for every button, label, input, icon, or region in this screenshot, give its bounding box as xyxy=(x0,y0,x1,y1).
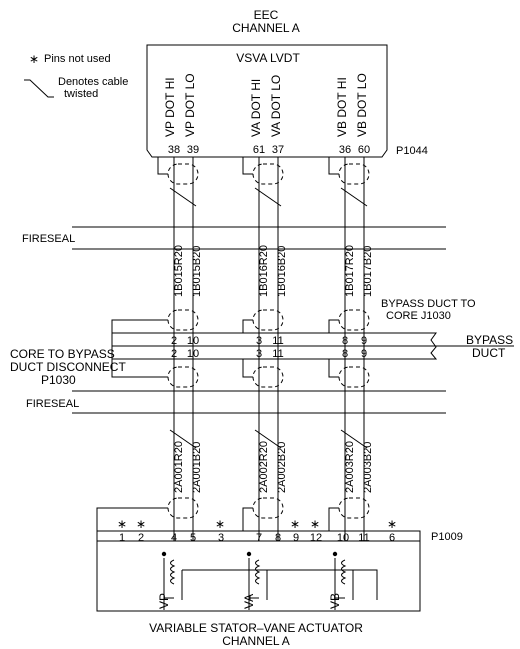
vsva-lvdt-title: VSVA LVDT xyxy=(236,51,300,65)
twisted-cable-icon xyxy=(24,79,54,98)
bypass-pin-upper: 10 xyxy=(187,335,199,347)
fireseal-lower-label: FIRESEAL xyxy=(26,398,79,410)
signal-vb-dot-hi: VB DOT HI xyxy=(335,77,349,137)
legend-pins-not-used: Pins not used xyxy=(44,53,111,65)
p1009-pin: 12 xyxy=(310,532,322,544)
bypass-duct-line1: BYPASS xyxy=(466,333,513,347)
bypass-pin-upper: 3 xyxy=(256,335,262,347)
channel-a-label: CHANNEL A xyxy=(232,21,300,35)
asterisk-icon: ∗ xyxy=(387,517,397,531)
wire-id: 2A001R20 xyxy=(173,441,185,493)
p1044-pin: 37 xyxy=(272,144,284,156)
fireseal-lower xyxy=(72,390,446,414)
actuator-title-line1: VARIABLE STATOR–VANE ACTUATOR xyxy=(149,621,363,635)
wire-id: 1B016R20 xyxy=(258,245,270,297)
asterisk-icon: ∗ xyxy=(117,517,127,531)
p1009-pin: 10 xyxy=(337,532,349,544)
bypass-pin-lower: 9 xyxy=(361,348,367,360)
coil-label-vp: VP xyxy=(157,593,171,609)
coil-label-va: VA xyxy=(242,594,256,609)
p1044-pin: 60 xyxy=(358,144,370,156)
actuator-body xyxy=(96,541,421,612)
bypass-pin-lower: 11 xyxy=(272,348,283,360)
bypass-pin-upper: 8 xyxy=(342,335,348,347)
fireseal-upper-label: FIRESEAL xyxy=(22,233,75,245)
signal-vp-dot-hi: VP DOT HI xyxy=(163,77,177,137)
asterisk-icon: ∗ xyxy=(290,517,300,531)
bypass-left-line2: DUCT DISCONNECT xyxy=(10,360,126,374)
p1044-pin: 39 xyxy=(187,144,199,156)
p1009-connector-label: P1009 xyxy=(431,531,463,543)
p1044-connector-label: P1044 xyxy=(396,145,428,157)
wire-id: 1B015R20 xyxy=(173,245,185,297)
p1009-pin: 5 xyxy=(190,532,196,544)
p1009-pin: 11 xyxy=(358,532,369,544)
bypass-pin-lower: 2 xyxy=(171,348,177,360)
coil-vp xyxy=(161,551,183,610)
asterisk-icon: ∗ xyxy=(29,52,39,66)
shield-group-bypass-upper xyxy=(111,309,370,333)
coil-common-line xyxy=(182,569,378,600)
shield-group-p1009 xyxy=(96,497,370,531)
p1009-pin: 8 xyxy=(275,532,281,544)
coil-label-vb: VB xyxy=(328,593,342,609)
wire-id: 2A003R20 xyxy=(344,441,356,493)
p1009-pin: 7 xyxy=(256,532,262,544)
bypass-right-line2: CORE J1030 xyxy=(386,310,451,322)
wire-id: 2A002R20 xyxy=(258,441,270,493)
bypass-right-line1: BYPASS DUCT TO xyxy=(381,298,476,310)
bypass-pin-upper: 9 xyxy=(361,335,367,347)
bypass-pin-lower: 8 xyxy=(342,348,348,360)
unused-pin-markers: ∗ ∗ ∗ ∗ ∗ ∗ xyxy=(117,517,397,531)
wires xyxy=(173,157,365,541)
bypass-pin-upper: 2 xyxy=(171,335,177,347)
wire-id: 2A001B20 xyxy=(191,442,203,493)
signal-vb-dot-lo: VB DOT LO xyxy=(355,73,369,137)
twist-marks xyxy=(169,187,368,449)
shield-group-p1044 xyxy=(157,157,370,185)
wire-id: 2A002B20 xyxy=(276,442,288,493)
p1009-pin: 6 xyxy=(389,532,395,544)
p1009-pin: 3 xyxy=(218,532,224,544)
p1009-pin: 4 xyxy=(171,532,177,544)
bypass-duct-connector xyxy=(111,332,514,360)
p1009-pin: 1 xyxy=(119,532,125,544)
signal-va-dot-lo: VA DOT LO xyxy=(269,75,283,137)
signal-vp-dot-lo: VP DOT LO xyxy=(183,73,197,137)
bypass-pin-lower: 3 xyxy=(256,348,262,360)
bypass-left-line3: P1030 xyxy=(41,373,76,387)
bypass-pin-upper: 11 xyxy=(272,335,283,347)
wire-id: 1B017R20 xyxy=(344,245,356,297)
coil-vb xyxy=(332,551,354,610)
vsva-lvdt-box xyxy=(146,44,388,158)
wire-id: 1B015B20 xyxy=(191,246,203,297)
p1044-pin: 61 xyxy=(253,144,265,156)
asterisk-icon: ∗ xyxy=(215,517,225,531)
p1044-pin: 36 xyxy=(339,144,351,156)
actuator-title-line2: CHANNEL A xyxy=(222,634,290,648)
p1009-pin: 2 xyxy=(138,532,144,544)
p1044-pin: 38 xyxy=(168,144,180,156)
wire-id: 2A003B20 xyxy=(362,442,374,493)
shield-group-bypass-lower xyxy=(111,359,370,388)
wire-id: 1B017B20 xyxy=(362,246,374,297)
bypass-left-line1: CORE TO BYPASS xyxy=(10,347,115,361)
fireseal-upper xyxy=(72,226,446,250)
wire-id: 1B016B20 xyxy=(276,246,288,297)
coil-va xyxy=(246,551,268,610)
p1009-pin: 9 xyxy=(293,532,299,544)
bypass-pin-lower: 10 xyxy=(187,348,199,360)
bypass-duct-line2: DUCT xyxy=(472,346,506,360)
asterisk-icon: ∗ xyxy=(310,517,320,531)
legend-twisted-line1: Denotes cable xyxy=(58,76,128,88)
signal-va-dot-hi: VA DOT HI xyxy=(249,79,263,137)
eec-label: EEC xyxy=(254,8,279,22)
legend-twisted-line2: twisted xyxy=(64,88,98,100)
asterisk-icon: ∗ xyxy=(136,517,146,531)
